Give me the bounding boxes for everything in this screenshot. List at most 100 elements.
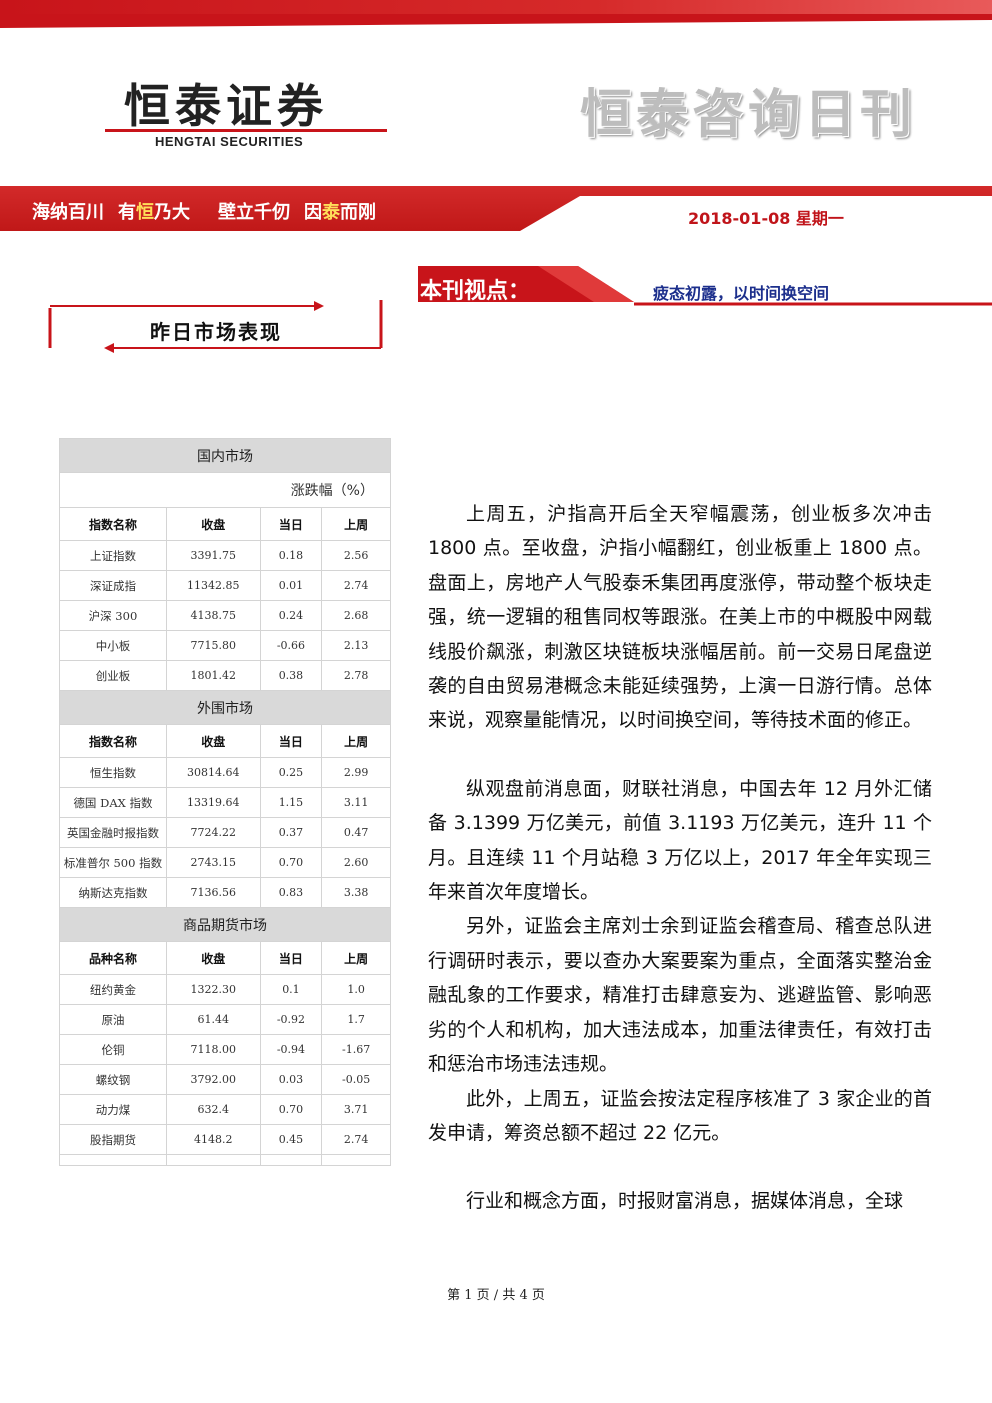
header-cell: 指数名称 bbox=[59, 507, 167, 541]
date-value: 2018-01-08 bbox=[688, 209, 791, 228]
paragraph: 另外，证监会主席刘士余到证监会稽查局、稽查总队进行调研时表示，要以查办大案要案为… bbox=[428, 915, 932, 1076]
close-cell: 4138.75 bbox=[165, 600, 261, 631]
table-header-row: 品种名称 收盘 当日 上周 bbox=[59, 941, 391, 975]
top-red-bar bbox=[0, 0, 992, 14]
header-cell: 收盘 bbox=[165, 941, 261, 975]
header-cell: 收盘 bbox=[165, 507, 261, 541]
close-cell: 7136.56 bbox=[165, 877, 261, 908]
slogan-part: 壁立千仞 bbox=[218, 202, 290, 223]
logo-cn: 恒泰证券 bbox=[124, 79, 328, 133]
name-cell: 恒生指数 bbox=[59, 757, 167, 788]
header-cell: 当日 bbox=[259, 941, 323, 975]
close-cell: 30814.64 bbox=[165, 757, 261, 788]
name-cell: 原油 bbox=[59, 1004, 167, 1035]
page-number: 第 1 页 / 共 4 页 bbox=[447, 1288, 545, 1303]
weekday-value: 星期一 bbox=[795, 209, 844, 228]
name-cell: 沪深 300 bbox=[59, 600, 167, 631]
paragraph: 行业和概念方面，时报财富消息，据媒体消息，全球 bbox=[466, 1190, 904, 1213]
header-cell: 当日 bbox=[259, 507, 323, 541]
name-cell: 创业板 bbox=[59, 660, 167, 691]
viewpoint-label: 本刊视点： bbox=[420, 279, 531, 304]
header-cell: 当日 bbox=[259, 724, 323, 758]
viewpoint-headline: 疲态初露，以时间换空间 bbox=[653, 284, 830, 303]
close-cell: 3792.00 bbox=[165, 1064, 261, 1095]
slogan-part: 因 bbox=[304, 202, 322, 223]
table-header-row: 指数名称 收盘 当日 上周 bbox=[59, 507, 391, 541]
close-cell: 3391.75 bbox=[165, 540, 261, 571]
header-cell: 上周 bbox=[321, 941, 391, 975]
header-cell: 收盘 bbox=[165, 724, 261, 758]
day-change-cell: 0.38 bbox=[259, 660, 323, 691]
slogan: 海纳百川有恒乃大壁立千仞因泰而刚 bbox=[32, 198, 376, 224]
week-change-cell: 3.11 bbox=[321, 787, 391, 818]
day-change-cell: 0.18 bbox=[259, 540, 323, 571]
name-cell: 深证成指 bbox=[59, 570, 167, 601]
day-change-cell: 0.70 bbox=[259, 1094, 323, 1125]
week-change-cell: 2.78 bbox=[321, 660, 391, 691]
close-cell: 13319.64 bbox=[165, 787, 261, 818]
day-change-cell: 0.25 bbox=[259, 757, 323, 788]
slogan-part: 有 bbox=[118, 202, 136, 223]
name-cell: 英国金融时报指数 bbox=[59, 817, 167, 848]
day-change-cell: 0.1 bbox=[259, 974, 323, 1005]
close-cell: 7118.00 bbox=[165, 1034, 261, 1065]
day-change-cell: 0.24 bbox=[259, 600, 323, 631]
name-cell: 股指期货 bbox=[59, 1124, 167, 1155]
week-change-cell: 2.99 bbox=[321, 757, 391, 788]
close-cell: 11342.85 bbox=[165, 570, 261, 601]
slogan-part: 海纳百川 bbox=[32, 202, 104, 223]
foreign-title: 外围市场 bbox=[59, 690, 391, 725]
week-change-cell: 2.74 bbox=[321, 570, 391, 601]
name-cell: 伦铜 bbox=[59, 1034, 167, 1065]
paragraph: 此外，上周五，证监会按法定程序核准了 3 家企业的首发申请，筹资总额不超过 22… bbox=[428, 1087, 932, 1144]
close-cell: 61.44 bbox=[165, 1004, 261, 1035]
logo-en: HENGTAI SECURITIES bbox=[155, 134, 304, 149]
name-cell: 上证指数 bbox=[59, 540, 167, 571]
name-cell: 纽约黄金 bbox=[59, 974, 167, 1005]
day-change-cell: -0.66 bbox=[259, 630, 323, 661]
week-change-cell: 2.68 bbox=[321, 600, 391, 631]
week-change-cell: 2.56 bbox=[321, 540, 391, 571]
slogan-part: 而刚 bbox=[340, 202, 376, 223]
banner-white-wedge bbox=[510, 196, 992, 231]
day-change-cell: 0.01 bbox=[259, 570, 323, 601]
name-cell: 中小板 bbox=[59, 630, 167, 661]
publication-title: 恒泰咨询日刊 bbox=[580, 85, 917, 145]
change-unit-label: 涨跌幅（%） bbox=[59, 472, 391, 508]
viewpoint-tab-shape bbox=[418, 266, 992, 306]
domestic-title: 国内市场 bbox=[59, 438, 391, 473]
slogan-part-highlight: 恒 bbox=[136, 202, 154, 223]
day-change-cell: 1.15 bbox=[259, 787, 323, 818]
top-red-wedge bbox=[0, 14, 992, 28]
table-row-blank bbox=[59, 1154, 391, 1166]
day-change-cell: 0.45 bbox=[259, 1124, 323, 1155]
header-cell: 指数名称 bbox=[59, 724, 167, 758]
day-change-cell: 0.37 bbox=[259, 817, 323, 848]
week-change-cell: -0.05 bbox=[321, 1064, 391, 1095]
close-cell: 1801.42 bbox=[165, 660, 261, 691]
week-change-cell: -1.67 bbox=[321, 1034, 391, 1065]
section-title: 昨日市场表现 bbox=[150, 320, 282, 344]
close-cell: 4148.2 bbox=[165, 1124, 261, 1155]
paragraph: 上周五，沪指高开后全天窄幅震荡，创业板多次冲击 1800 点。至收盘，沪指小幅翻… bbox=[428, 503, 932, 732]
table-header-row: 指数名称 收盘 当日 上周 bbox=[59, 724, 391, 758]
week-change-cell: 3.38 bbox=[321, 877, 391, 908]
week-change-cell: 0.47 bbox=[321, 817, 391, 848]
name-cell: 标准普尔 500 指数 bbox=[59, 847, 167, 878]
issue-date: 2018-01-08 星期一 bbox=[688, 205, 844, 229]
commentary: 上周五，沪指高开后全天窄幅震荡，创业板多次冲击 1800 点。至收盘，沪指小幅翻… bbox=[428, 497, 932, 1219]
